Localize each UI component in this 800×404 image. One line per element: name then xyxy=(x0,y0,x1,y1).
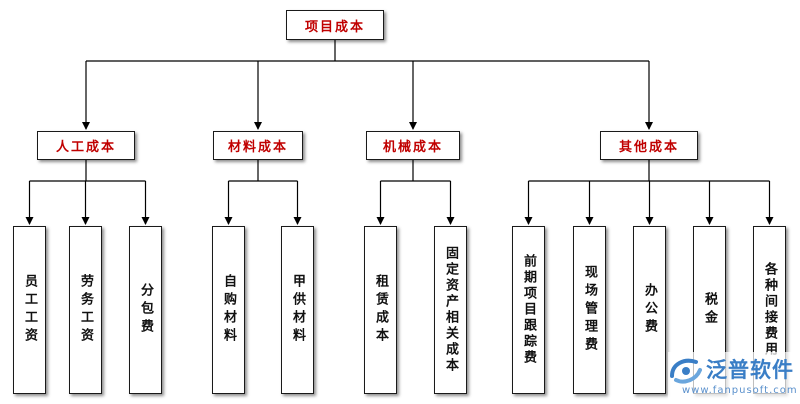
leaf-label: 分包费 xyxy=(138,283,153,337)
fanpu-logo-icon xyxy=(670,358,702,384)
root-label: 项目成本 xyxy=(304,19,365,35)
leaf-label: 前期项目跟踪费 xyxy=(521,254,536,366)
watermark-url: www.fanpusoft.com xyxy=(682,385,798,396)
leaf-subcontract-fee: 分包费 xyxy=(129,226,162,394)
category-labor-cost: 人工成本 xyxy=(37,131,135,160)
root-node: 项目成本 xyxy=(286,10,384,40)
leaf-fixed-asset-cost: 固定资产相关成本 xyxy=(434,226,467,394)
leaf-label: 租赁成本 xyxy=(373,274,388,346)
category-label: 其他成本 xyxy=(618,140,679,155)
category-label: 材料成本 xyxy=(227,140,288,155)
category-other-cost: 其他成本 xyxy=(600,131,698,160)
leaf-label: 现场管理费 xyxy=(582,265,597,355)
leaf-site-management-fee: 现场管理费 xyxy=(573,226,606,394)
leaf-label: 自购材料 xyxy=(221,274,236,346)
watermark-brand: 泛普软件 xyxy=(706,358,794,382)
category-label: 人工成本 xyxy=(55,140,116,155)
leaf-label: 办公费 xyxy=(642,283,657,337)
leaf-label: 甲供材料 xyxy=(290,274,305,346)
leaf-labor-service-wages: 劳务工资 xyxy=(69,226,102,394)
leaf-client-supplied-materials: 甲供材料 xyxy=(281,226,314,394)
leaf-office-expenses: 办公费 xyxy=(633,226,666,394)
leaf-label: 各种间接费用 xyxy=(762,262,777,358)
watermark-logo: 泛普软件 www.fanpusoft.com xyxy=(668,352,798,400)
leaf-label: 税金 xyxy=(702,292,717,328)
leaf-preliminary-tracking-fee: 前期项目跟踪费 xyxy=(512,226,545,394)
category-label: 机械成本 xyxy=(382,140,443,155)
leaf-self-purchased-materials: 自购材料 xyxy=(212,226,245,394)
leaf-rental-cost: 租赁成本 xyxy=(364,226,397,394)
leaf-label: 劳务工资 xyxy=(78,274,93,346)
leaf-label: 固定资产相关成本 xyxy=(443,246,458,374)
leaf-employee-wages: 员工工资 xyxy=(13,226,46,394)
category-material-cost: 材料成本 xyxy=(213,131,303,160)
category-machinery-cost: 机械成本 xyxy=(366,131,460,160)
leaf-label: 员工工资 xyxy=(22,274,37,346)
